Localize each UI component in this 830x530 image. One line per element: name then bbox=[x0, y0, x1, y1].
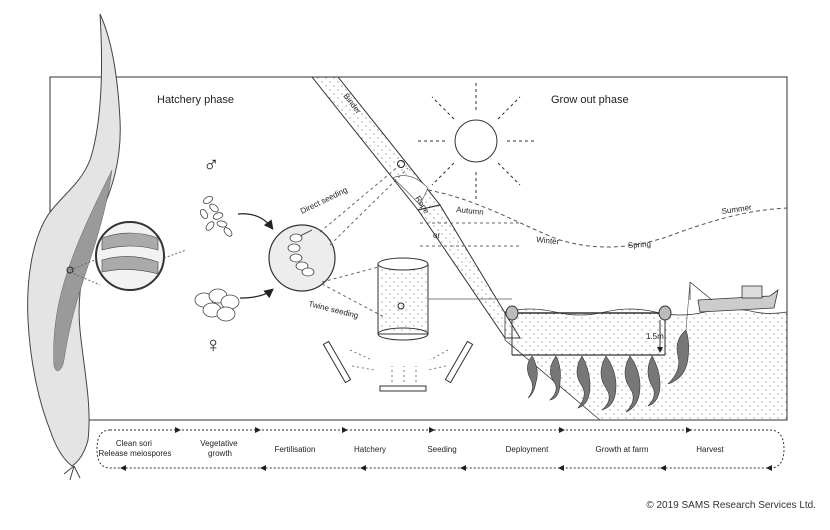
sun bbox=[417, 82, 535, 200]
hatchery-phase-title: Hatchery phase bbox=[157, 94, 234, 106]
timeline-arrows bbox=[120, 427, 772, 471]
sea-area bbox=[504, 305, 788, 421]
seeding-guides bbox=[319, 164, 520, 319]
female-symbol: ♀ bbox=[205, 332, 222, 357]
arrow-female-to-zygote bbox=[239, 288, 274, 299]
direct-seeding-label: Direct seeding bbox=[299, 185, 349, 216]
boat bbox=[685, 281, 779, 331]
timeline-clean-sori: Clean sori Release meiospores bbox=[99, 439, 172, 458]
season-winter: Winter bbox=[536, 235, 560, 246]
season-spring: Spring bbox=[628, 239, 652, 250]
male-symbol: ♂ bbox=[203, 152, 220, 177]
depth-label: 1.5m bbox=[646, 332, 664, 341]
twine-spool bbox=[377, 257, 512, 341]
sori-magnified bbox=[95, 221, 187, 291]
timeline-deployment: Deployment bbox=[506, 445, 549, 454]
twine-seeding-label: Twine seeding bbox=[308, 299, 360, 320]
hatchery-lights bbox=[322, 340, 474, 392]
grow-out-phase-title: Grow out phase bbox=[551, 94, 629, 106]
copyright-notice: © 2019 SAMS Research Services Ltd. bbox=[646, 500, 816, 511]
timeline-growth-at-farm: Growth at farm bbox=[596, 445, 649, 454]
timeline-hatchery: Hatchery bbox=[354, 445, 386, 454]
kelp-crop bbox=[527, 329, 689, 413]
season-autumn: Autumn bbox=[456, 205, 484, 217]
sporophyte-circle bbox=[268, 224, 336, 292]
season-curve bbox=[427, 189, 788, 248]
kelp-blade bbox=[27, 13, 121, 481]
light-rays bbox=[349, 349, 449, 382]
male-gametophyte bbox=[199, 195, 233, 237]
timeline-fertilisation: Fertilisation bbox=[275, 445, 316, 454]
arrow-male-to-zygote bbox=[237, 213, 274, 230]
female-gametophyte bbox=[194, 288, 240, 322]
timeline-harvest: Harvest bbox=[696, 445, 724, 454]
timeline-vegetative-growth: Vegetative growth bbox=[200, 439, 240, 458]
or-label: or bbox=[433, 231, 440, 240]
season-summer: Summer bbox=[721, 203, 753, 216]
timeline-seeding: Seeding bbox=[427, 445, 456, 454]
